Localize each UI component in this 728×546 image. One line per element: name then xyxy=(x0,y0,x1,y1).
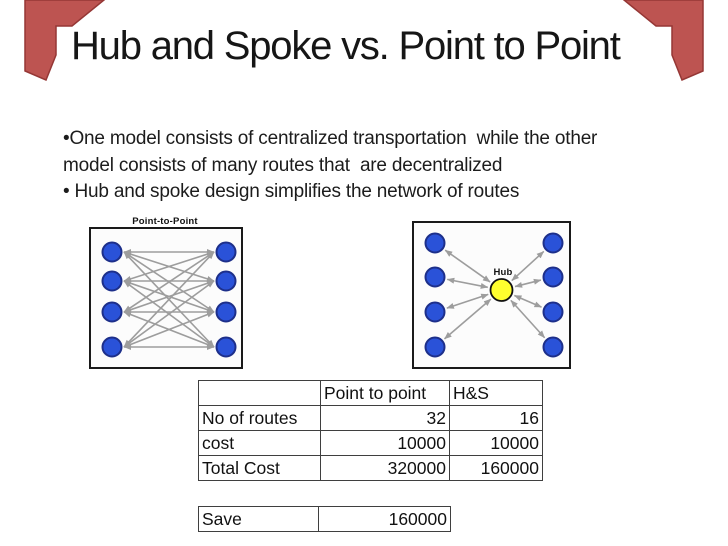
hub-network xyxy=(424,232,564,358)
table-row: cost 10000 10000 xyxy=(198,430,543,456)
bullet-line: •One model consists of centralized trans… xyxy=(63,128,598,149)
network-node xyxy=(424,336,446,358)
cell-value: 160000 xyxy=(318,506,451,532)
hub-node xyxy=(489,278,514,302)
bullet-line: • Hub and spoke design simplifies the ne… xyxy=(63,181,520,202)
row-label: cost xyxy=(198,430,321,456)
cell-value: 320000 xyxy=(320,455,450,481)
network-node xyxy=(101,336,123,358)
point-to-point-diagram: Point-to-Point xyxy=(89,216,243,369)
spoke-arrow xyxy=(446,277,489,289)
spoke-arrow xyxy=(444,249,491,283)
p2p-diagram-label: Point-to-Point xyxy=(132,216,198,227)
hub-label: Hub xyxy=(493,267,512,278)
network-node xyxy=(542,336,564,358)
network-node xyxy=(215,241,237,263)
header-cell-point-to-point: Point to point xyxy=(320,380,450,406)
row-label: No of routes xyxy=(198,405,321,431)
network-node xyxy=(215,336,237,358)
network-node xyxy=(424,232,446,254)
comparison-table: Point to point H&S No of routes 32 16 co… xyxy=(198,380,543,481)
spoke-arrow xyxy=(514,278,542,288)
slide-title: Hub and Spoke vs. Point to Point xyxy=(71,24,621,68)
network-node xyxy=(215,270,237,292)
corner-ribbons xyxy=(24,0,704,81)
table-row: Save 160000 xyxy=(198,506,451,532)
spoke-arrow xyxy=(443,298,492,340)
network-node xyxy=(101,301,123,323)
row-label: Save xyxy=(198,506,319,532)
network-node xyxy=(101,241,123,263)
table-row: Total Cost 320000 160000 xyxy=(198,455,543,481)
bullet-line: model consists of many routes that are d… xyxy=(63,154,503,176)
header-cell-empty xyxy=(198,380,321,406)
cell-value: 32 xyxy=(320,405,450,431)
table-row: No of routes 32 16 xyxy=(198,405,543,431)
spoke-arrow xyxy=(511,250,545,282)
network-node xyxy=(215,301,237,323)
network-node xyxy=(424,301,446,323)
p2p-network xyxy=(101,241,237,358)
cell-value: 10000 xyxy=(449,430,543,456)
cell-value: 16 xyxy=(449,405,543,431)
save-table: Save 160000 xyxy=(198,506,451,532)
hub-and-spoke-diagram: Hub xyxy=(412,221,571,369)
header-cell-hs: H&S xyxy=(449,380,543,406)
network-node xyxy=(542,301,564,323)
corner-ribbon-left xyxy=(24,0,106,81)
network-node xyxy=(101,270,123,292)
network-node xyxy=(424,266,446,288)
table-header-row: Point to point H&S xyxy=(198,380,543,406)
corner-ribbon-right xyxy=(622,0,704,81)
network-node xyxy=(542,232,564,254)
network-node xyxy=(542,266,564,288)
route-arrow xyxy=(123,311,215,348)
bullet-list: •One model consists of centralized trans… xyxy=(63,126,597,206)
row-label: Total Cost xyxy=(198,455,321,481)
spoke-arrow xyxy=(510,299,546,339)
cell-value: 10000 xyxy=(320,430,450,456)
cell-value: 160000 xyxy=(449,455,543,481)
